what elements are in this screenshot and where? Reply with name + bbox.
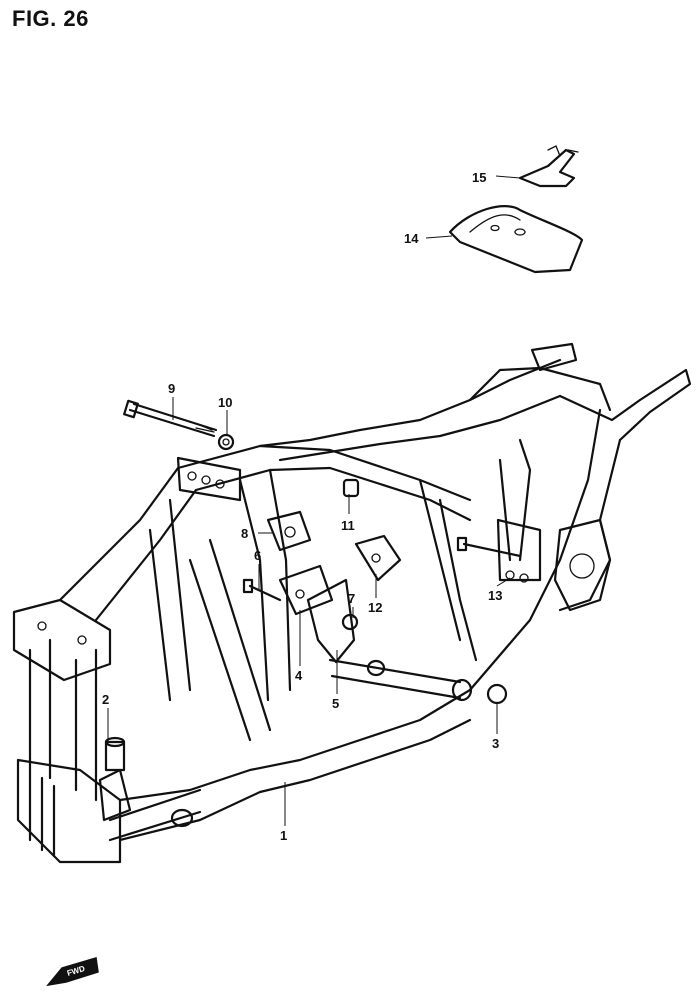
part-10-nut	[217, 433, 235, 451]
part-2-sleeve	[104, 736, 126, 772]
callout-7: 7	[348, 591, 355, 606]
callout-3: 3	[492, 736, 499, 751]
part-14-cover	[448, 205, 584, 274]
callout-6: 6	[254, 548, 261, 563]
leader-lines	[107, 175, 521, 826]
callout-8: 8	[241, 526, 248, 541]
callout-labels: 15 14 9 10 8 6 7 11 12 13 4 5 2 3 1	[102, 170, 502, 843]
fwd-arrow: FWD	[46, 957, 99, 987]
callout-14: 14	[404, 231, 419, 246]
callout-2: 2	[102, 692, 109, 707]
callout-9: 9	[168, 381, 175, 396]
part-3-cap	[486, 683, 508, 705]
part-9-bolt	[123, 399, 218, 438]
part-13-bolt	[456, 536, 522, 558]
part-15-clip	[518, 145, 579, 188]
part-4-plate	[278, 564, 334, 616]
main-frame	[12, 342, 692, 864]
callout-1: 1	[280, 828, 287, 843]
callout-12: 12	[368, 600, 382, 615]
figure-title: FIG. 26	[12, 6, 89, 31]
callout-15: 15	[472, 170, 486, 185]
part-12-bracket	[354, 534, 402, 582]
callout-13: 13	[488, 588, 502, 603]
part-11-bushing	[342, 478, 360, 498]
callout-10: 10	[218, 395, 232, 410]
part-5-bracket	[306, 578, 356, 664]
callout-11: 11	[341, 518, 355, 533]
part-8-bracket	[266, 510, 312, 552]
callout-5: 5	[332, 696, 339, 711]
part-6-bolt	[242, 578, 282, 602]
callout-4: 4	[295, 668, 303, 683]
part-7-nut	[341, 613, 359, 631]
